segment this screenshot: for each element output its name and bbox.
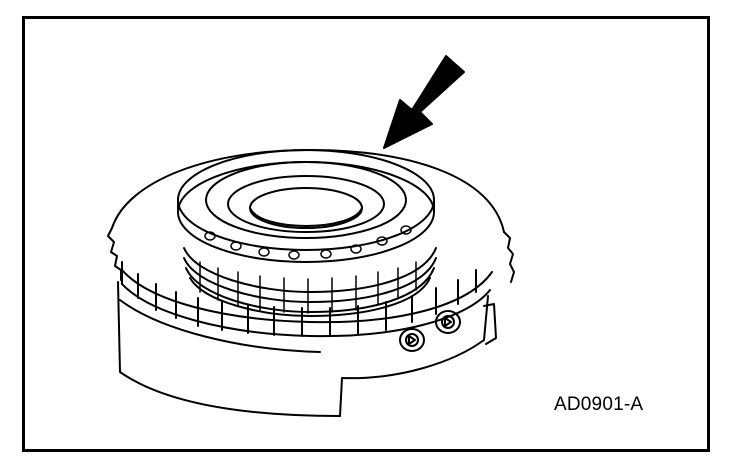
pressure-plate [177, 149, 435, 263]
plate-holes [204, 225, 412, 260]
figure-reference-code: AD0901-A [554, 394, 644, 415]
clutch-drum [107, 149, 515, 417]
drum-ports [399, 310, 461, 352]
figure-frame [22, 16, 710, 452]
arrow-icon [383, 55, 465, 149]
drum-spline-teeth [121, 261, 491, 338]
clutch-plate-stack [183, 247, 437, 317]
